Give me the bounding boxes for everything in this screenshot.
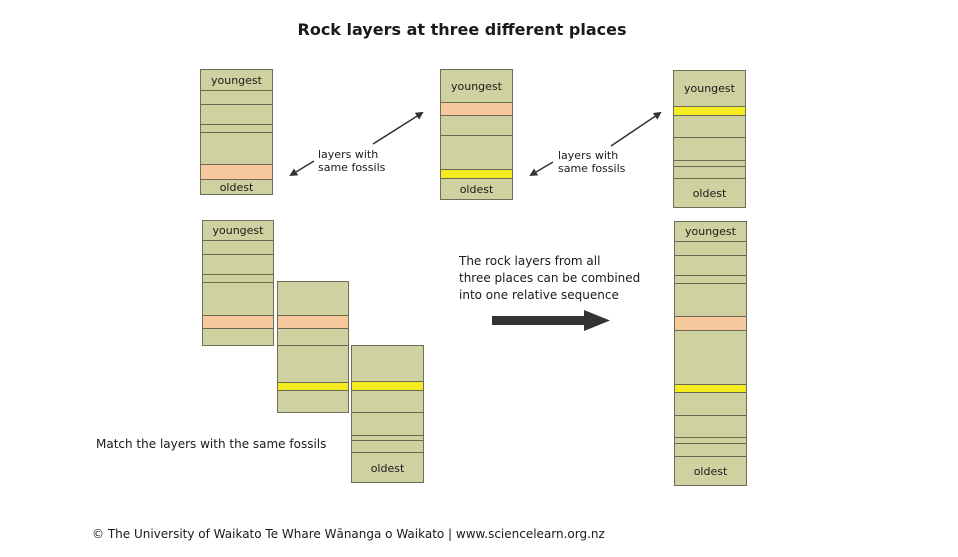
rock-layer: youngest bbox=[675, 222, 746, 242]
copyright-footer: © The University of Waikato Te Whare Wān… bbox=[92, 527, 605, 541]
pointer-arrow-to-place-1 bbox=[289, 160, 315, 177]
rock-layer bbox=[352, 441, 423, 453]
rock-layer bbox=[352, 346, 423, 382]
rock-column-matched-2 bbox=[277, 281, 349, 413]
rock-layer: oldest bbox=[441, 179, 512, 201]
rock-layer bbox=[674, 167, 745, 179]
rock-layer bbox=[675, 256, 746, 276]
oldest-label: oldest bbox=[370, 462, 405, 475]
rock-column-matched-1: youngest bbox=[202, 220, 274, 346]
rock-layer bbox=[675, 284, 746, 317]
rock-layer-orange-fossil bbox=[675, 317, 746, 331]
rock-column-place-2: youngest oldest bbox=[440, 69, 513, 200]
rock-layer bbox=[675, 444, 746, 457]
rock-layer bbox=[203, 283, 273, 316]
rock-layer bbox=[201, 125, 272, 133]
rock-layer bbox=[674, 138, 745, 161]
rock-layer bbox=[352, 391, 423, 413]
rock-column-matched-3: oldest bbox=[351, 345, 424, 483]
page-title: Rock layers at three different places bbox=[297, 20, 627, 39]
youngest-label: youngest bbox=[684, 82, 735, 95]
rock-layer: oldest bbox=[201, 180, 272, 196]
rock-layer bbox=[352, 436, 423, 441]
note-layers-same-fossils-right: layers with same fossils bbox=[558, 149, 626, 175]
rock-layer: oldest bbox=[675, 457, 746, 487]
rock-layer bbox=[675, 393, 746, 416]
pointer-arrow-to-place-3 bbox=[610, 111, 662, 147]
rock-layer-yellow-fossil bbox=[674, 107, 745, 116]
rock-column-combined: youngest oldest bbox=[674, 221, 747, 486]
rock-layer bbox=[278, 282, 348, 316]
rock-layer: youngest bbox=[441, 70, 512, 103]
combine-caption: The rock layers from all three places ca… bbox=[459, 254, 641, 302]
rock-layer-yellow-fossil bbox=[278, 383, 348, 391]
rock-layer bbox=[675, 242, 746, 256]
rock-layer: youngest bbox=[203, 221, 273, 241]
match-instruction: Match the layers with the same fossils bbox=[96, 437, 327, 451]
rock-layer bbox=[675, 276, 746, 284]
rock-layer bbox=[441, 136, 512, 170]
rock-layer: oldest bbox=[674, 179, 745, 209]
pointer-arrow-to-place-2 bbox=[372, 111, 424, 145]
rock-layer bbox=[674, 116, 745, 138]
youngest-label: youngest bbox=[685, 225, 736, 238]
rock-layer-yellow-fossil bbox=[441, 170, 512, 179]
youngest-label: youngest bbox=[211, 74, 262, 87]
rock-layer bbox=[203, 255, 273, 275]
rock-layer bbox=[201, 133, 272, 165]
oldest-label: oldest bbox=[693, 465, 728, 478]
rock-layer-orange-fossil bbox=[201, 165, 272, 180]
rock-layer bbox=[203, 241, 273, 255]
rock-layer bbox=[278, 346, 348, 383]
oldest-label: oldest bbox=[692, 187, 727, 200]
oldest-label: oldest bbox=[219, 181, 254, 194]
note-layers-same-fossils-left: layers with same fossils bbox=[318, 148, 386, 174]
rock-layer bbox=[674, 161, 745, 167]
rock-layer bbox=[352, 413, 423, 436]
rock-layer-orange-fossil bbox=[278, 316, 348, 329]
rock-layer-orange-fossil bbox=[441, 103, 512, 116]
rock-layer bbox=[675, 331, 746, 385]
pointer-arrow-to-place-2-yellow bbox=[529, 161, 554, 177]
rock-column-place-1: youngest oldest bbox=[200, 69, 273, 195]
oldest-label: oldest bbox=[459, 183, 494, 196]
rock-layer-orange-fossil bbox=[203, 316, 273, 329]
rock-layer bbox=[441, 116, 512, 136]
rock-layer bbox=[278, 329, 348, 346]
rock-layer bbox=[203, 275, 273, 283]
youngest-label: youngest bbox=[451, 80, 502, 93]
rock-layer: youngest bbox=[201, 70, 272, 91]
rock-layer bbox=[201, 91, 272, 105]
youngest-label: youngest bbox=[212, 224, 264, 237]
rock-layer bbox=[675, 416, 746, 438]
rock-layer bbox=[201, 105, 272, 125]
rock-layer-yellow-fossil bbox=[675, 385, 746, 393]
combine-arrow bbox=[492, 310, 610, 331]
rock-layer: oldest bbox=[352, 453, 423, 484]
rock-column-place-3: youngest oldest bbox=[673, 70, 746, 208]
rock-layer bbox=[675, 438, 746, 444]
rock-layer: youngest bbox=[674, 71, 745, 107]
rock-layer-yellow-fossil bbox=[352, 382, 423, 391]
